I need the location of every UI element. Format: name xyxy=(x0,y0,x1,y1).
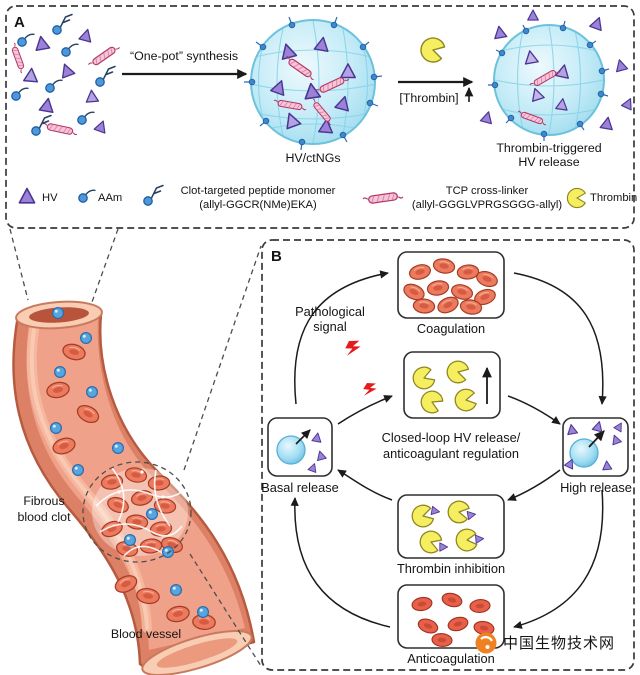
legend-hv-label: HV xyxy=(42,192,58,204)
node-anticoagulation: Anticoagulation xyxy=(397,584,505,666)
anticoagulation-label: Anticoagulation xyxy=(407,651,495,666)
zoom-line xyxy=(91,228,119,303)
node-thrombin-increase xyxy=(403,351,501,419)
zoom-line xyxy=(189,553,262,667)
nanogel-dot-icon xyxy=(111,442,125,454)
fibrin-strands xyxy=(95,467,185,557)
legend-tcp-line2: (allyl-GGGLVPRGSGGG-allyl) xyxy=(412,199,562,211)
node-high-release: High release xyxy=(560,417,632,495)
node-thrombin-inhibition: Thrombin inhibition xyxy=(397,494,505,576)
basal-release-label: Basal release xyxy=(261,480,339,495)
release-arrow-icon xyxy=(295,429,311,445)
legend-tcp-line1: TCP cross-linker xyxy=(446,185,529,197)
legend-peptide-line1: Clot-targeted peptide monomer xyxy=(181,185,336,197)
high-release-label: High release xyxy=(560,480,632,495)
nanogel-mesh xyxy=(495,26,603,134)
watermark-logo-icon xyxy=(475,632,497,654)
cycle-arrow xyxy=(337,395,393,425)
nanogel-dot-icon xyxy=(146,508,158,521)
cycle-arrow xyxy=(513,272,607,405)
thrombin-arrow-label: [Thrombin] xyxy=(399,91,458,105)
blood-vessel-illustration: Fibrous blood clot Blood vessel xyxy=(12,300,256,675)
nanogel-dot-icon xyxy=(79,332,93,344)
release-label-line2: HV release xyxy=(518,155,579,169)
nanogel-label: HV/ctNGs xyxy=(285,151,340,165)
legend-aam-label: AAm xyxy=(98,192,122,204)
legend-peptide-line2: (allyl-GGCR(NMe)EKA) xyxy=(199,199,317,211)
nanogel-dot-icon xyxy=(162,545,174,559)
pathological-signal-line1: Pathological xyxy=(295,304,365,319)
panel-b: B Pathological signal xyxy=(261,239,635,671)
nanogel-body xyxy=(250,19,376,145)
vessel-lumen xyxy=(26,316,246,650)
nanogel-dot-icon xyxy=(71,464,85,476)
cycle-arrow xyxy=(290,497,391,628)
center-caption-line1: Closed-loop HV release/ xyxy=(382,430,521,445)
watermark-logo-swirl xyxy=(480,636,493,642)
nanogel-sphere-loaded: HV/ctNGs xyxy=(244,16,383,165)
cycle-arrow xyxy=(507,469,561,501)
zoom-line xyxy=(9,228,29,301)
watermark-text: 中国生物技术网 xyxy=(503,635,615,652)
nanogel-dot-icon xyxy=(170,583,182,597)
legend: HV AAm Clot-targeted peptide monomer (al… xyxy=(18,184,637,211)
vessel-lumen-highlight-core xyxy=(29,328,149,630)
legend-thrombin-label: Thrombin xyxy=(590,192,637,204)
nanogel-body xyxy=(493,24,605,136)
clot-zoom-circle xyxy=(82,461,192,563)
nanogel-dot-icon xyxy=(49,422,63,434)
node-coagulation: Coagulation xyxy=(397,251,505,336)
panel-a: A “One-pot” synthesis xyxy=(5,5,637,229)
release-arrow-icon xyxy=(588,430,605,448)
nanogel-dot-icon xyxy=(197,605,209,619)
cycle-arrow xyxy=(294,270,389,405)
watermark-logo-dot xyxy=(485,645,490,649)
release-label-line1: Thrombin-triggered xyxy=(496,141,601,155)
nanogel-dot-icon xyxy=(123,533,136,547)
vessel-label: Blood vessel xyxy=(111,627,181,641)
nanogel-dot-icon xyxy=(51,307,65,319)
vessel-bottom-opening xyxy=(141,630,253,675)
nanogel-dot-icon xyxy=(85,386,99,398)
zoom-line xyxy=(183,245,262,471)
clot-label-line2: blood clot xyxy=(17,510,71,524)
nanogel-sphere-releasing: Thrombin-triggered HV release xyxy=(479,9,636,169)
cycle-arrow xyxy=(507,395,561,425)
nanogel-surface-peptides xyxy=(244,16,383,151)
panel-a-label: A xyxy=(14,14,25,31)
node-basal-release: Basal release xyxy=(261,417,339,495)
pathological-signal-line2: signal xyxy=(313,319,346,334)
cycle-arrow xyxy=(513,489,604,629)
cycle-arrow xyxy=(337,469,393,501)
panel-b-label: B xyxy=(271,248,282,265)
watermark: 中国生物技术网 xyxy=(475,632,615,654)
zoom-connectors xyxy=(9,228,262,667)
cycle-arrows xyxy=(290,270,607,629)
nanogel-dot-icon xyxy=(53,366,67,378)
nanogel-surface-peptides xyxy=(488,20,610,141)
nanogel-ball-icon xyxy=(569,438,599,468)
thrombin-inhibition-label: Thrombin inhibition xyxy=(397,561,505,576)
coagulation-label: Coagulation xyxy=(417,321,485,336)
clot-label-line1: Fibrous xyxy=(23,494,64,508)
center-caption-line2: anticoagulant regulation xyxy=(383,446,519,461)
synthesis-label: “One-pot” synthesis xyxy=(130,49,238,63)
